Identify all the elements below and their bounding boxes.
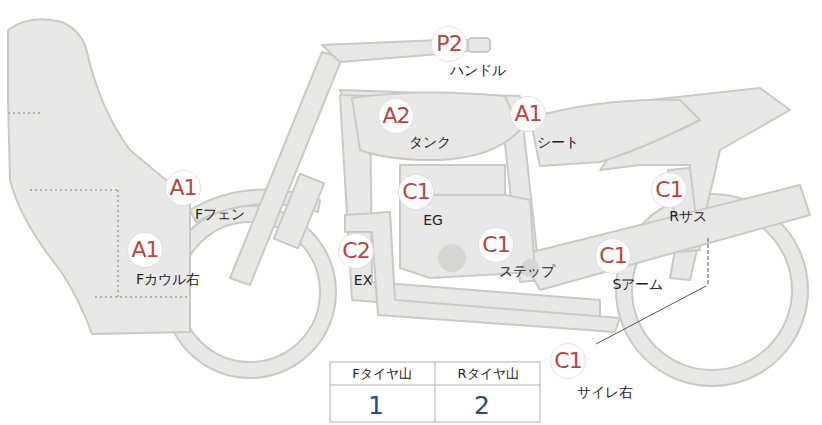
- part-name: ステップ: [499, 263, 555, 281]
- damage-code: A1: [510, 96, 546, 132]
- damage-code: C1: [651, 172, 687, 208]
- damage-callout: C2EX: [338, 233, 374, 269]
- leader: [596, 238, 708, 344]
- part-name: EG: [423, 212, 443, 228]
- engine-cover: [438, 244, 466, 272]
- leader-line: [708, 238, 709, 284]
- damage-callout: A1Fカウル右: [127, 232, 163, 268]
- grip: [468, 38, 490, 52]
- front-fork: [230, 52, 342, 285]
- table-value: 2: [474, 391, 490, 420]
- damage-code: C2: [338, 233, 374, 269]
- cowl-line: [8, 112, 40, 114]
- damage-callout: A1シート: [510, 96, 546, 132]
- part-name: Fカウル右: [136, 271, 200, 289]
- table-frame: [330, 362, 540, 422]
- part-name: EX: [354, 272, 372, 288]
- damage-callout: P2ハンドル: [431, 26, 467, 62]
- damage-code: C1: [398, 174, 434, 210]
- cowl-divisions: [8, 113, 190, 297]
- seat: [530, 100, 700, 166]
- damage-code: A1: [165, 170, 201, 206]
- damage-callout: C1Sアーム: [595, 238, 631, 274]
- table-header: Fタイヤ山: [352, 365, 411, 383]
- cowl-line: [117, 190, 119, 297]
- damage-code: P2: [431, 26, 467, 62]
- damage-callout: C1ステップ: [478, 227, 514, 263]
- damage-callout: C1Rサス: [651, 172, 687, 208]
- part-name: Fフェン: [195, 206, 245, 224]
- cowl-line: [95, 296, 190, 298]
- table-value: 1: [368, 391, 384, 420]
- damage-callout: C1サイレ右: [550, 343, 586, 379]
- leader-line: [596, 286, 706, 344]
- part-name: Sアーム: [613, 276, 664, 294]
- damage-callout: C1EG: [398, 174, 434, 210]
- damage-code: A2: [378, 98, 414, 134]
- part-name: ハンドル: [450, 62, 506, 80]
- tyre-table: [330, 362, 540, 422]
- part-name: サイレ右: [577, 384, 633, 402]
- part-name: タンク: [409, 134, 451, 152]
- table-header: Rタイヤ山: [457, 365, 518, 383]
- fork-tube: [274, 174, 324, 249]
- part-name: シート: [537, 134, 579, 152]
- table-grid: [330, 362, 540, 422]
- damage-code: C1: [550, 343, 586, 379]
- damage-code: C1: [595, 238, 631, 274]
- damage-callout: A2タンク: [378, 98, 414, 134]
- cowl-line: [30, 189, 118, 191]
- bike-part: [8, 19, 810, 386]
- fuel-tank: [352, 92, 520, 160]
- damage-code: A1: [127, 232, 163, 268]
- part-name: Rサス: [669, 208, 707, 226]
- damage-callout: A1Fフェン: [165, 170, 201, 206]
- damage-code: C1: [478, 227, 514, 263]
